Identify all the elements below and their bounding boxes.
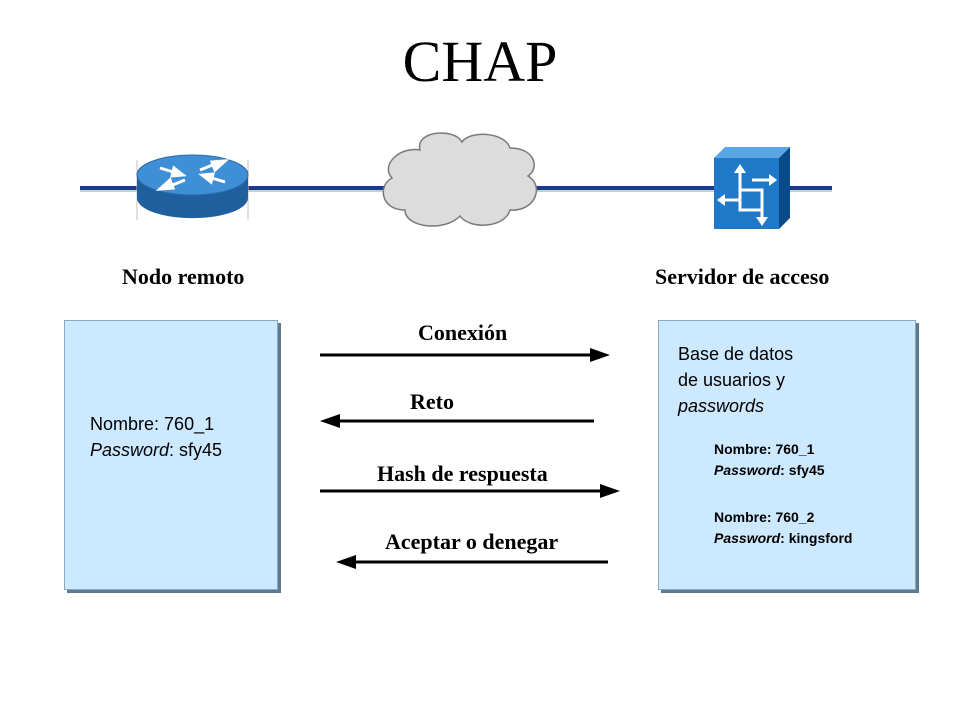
message-label-reto: Reto bbox=[410, 389, 454, 414]
database-user-1: Nombre: 760_1 Password: sfy45 bbox=[714, 441, 825, 478]
remote-name-row: Nombre: 760_1 bbox=[90, 414, 215, 434]
message-arrow-hash bbox=[320, 484, 620, 498]
remote-node-label: Nodo remoto bbox=[122, 264, 245, 289]
database-heading: Base de datos de usuarios y passwords bbox=[678, 344, 794, 416]
remote-credentials-box: Nombre: 760_1 Password: sfy45 bbox=[64, 320, 278, 590]
message-arrow-aceptar bbox=[336, 555, 608, 569]
message-arrow-reto bbox=[320, 414, 594, 428]
access-server-icon bbox=[714, 147, 790, 229]
remote-password-row: Password: sfy45 bbox=[90, 440, 223, 460]
message-label-hash: Hash de respuesta bbox=[377, 461, 548, 486]
message-label-conexion: Conexión bbox=[418, 320, 508, 345]
message-arrow-conexion bbox=[320, 348, 610, 362]
access-server-label: Servidor de acceso bbox=[655, 264, 830, 289]
cloud-icon bbox=[382, 132, 538, 227]
message-label-aceptar: Aceptar o denegar bbox=[385, 529, 559, 554]
server-database-box: Base de datos de usuarios y passwords No… bbox=[658, 320, 916, 590]
database-user-2: Nombre: 760_2 Password: kingsford bbox=[714, 509, 853, 546]
page-title: CHAP bbox=[402, 29, 558, 94]
router-icon bbox=[136, 154, 249, 220]
